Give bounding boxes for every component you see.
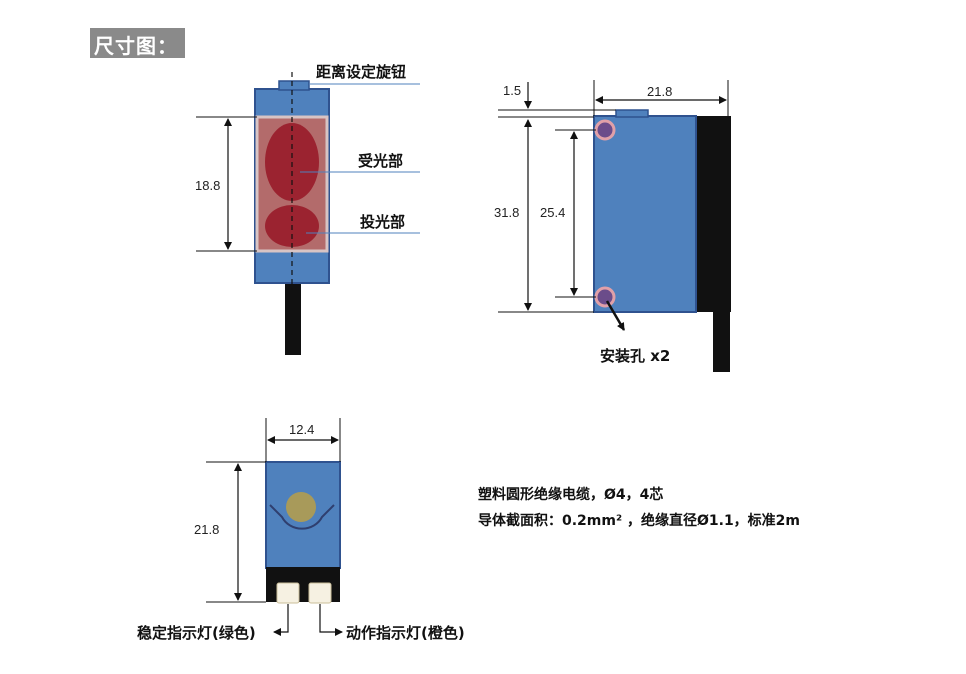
dim-hole-spacing-value: 25.4 — [540, 205, 565, 220]
dim-total-height-value: 31.8 — [494, 205, 519, 220]
label-mount-holes: 安装孔 x2 — [600, 347, 670, 365]
label-action-led: 动作指示灯(橙色) — [346, 624, 465, 642]
front-view: 18.8 距离设定旋钮 受光部 投光部 — [195, 63, 420, 355]
label-stable-led: 稳定指示灯(绿色) — [137, 624, 256, 642]
mount-hole-bottom — [594, 286, 616, 308]
front-cable — [285, 283, 301, 355]
side-cable — [713, 300, 730, 372]
label-emitter: 投光部 — [360, 213, 405, 231]
distance-knob — [278, 80, 310, 91]
mount-hole-top — [594, 119, 616, 141]
dim-height-value: 18.8 — [195, 178, 220, 193]
page-title: 尺寸图： — [94, 34, 178, 58]
top-view: 12.4 21.8 稳定指示灯(绿色) 动作指示灯(橙色) — [137, 418, 465, 642]
label-distance-knob: 距离设定旋钮 — [316, 63, 406, 81]
mount-hole-leader — [605, 300, 626, 331]
action-led — [308, 582, 332, 604]
knob-rotate-icon — [269, 504, 335, 530]
dim-offset-value: 1.5 — [503, 83, 521, 98]
side-knob — [615, 109, 649, 118]
dim-width-value: 21.8 — [647, 84, 672, 99]
cable-note-line2: 导体截面积：0.2mm² ，绝缘直径Ø1.1，标准2m — [478, 512, 800, 529]
title-background — [90, 28, 185, 58]
label-receiver: 受光部 — [358, 152, 403, 170]
knob-icon — [286, 492, 316, 522]
side-body — [593, 115, 697, 313]
stable-led-leader — [273, 604, 289, 636]
side-connector — [696, 116, 731, 312]
side-view: 21.8 1.5 31.8 25.4 安装孔 x2 — [494, 80, 731, 372]
dim-top-width-value: 12.4 — [289, 422, 314, 437]
action-led-leader — [319, 604, 343, 636]
cable-note-line1: 塑料圆形绝缘电缆，Ø4，4芯 — [478, 486, 663, 503]
stable-led — [276, 582, 300, 604]
cable-note: 塑料圆形绝缘电缆，Ø4，4芯 导体截面积：0.2mm² ，绝缘直径Ø1.1，标准… — [478, 486, 800, 529]
dim-top-height-value: 21.8 — [194, 522, 219, 537]
